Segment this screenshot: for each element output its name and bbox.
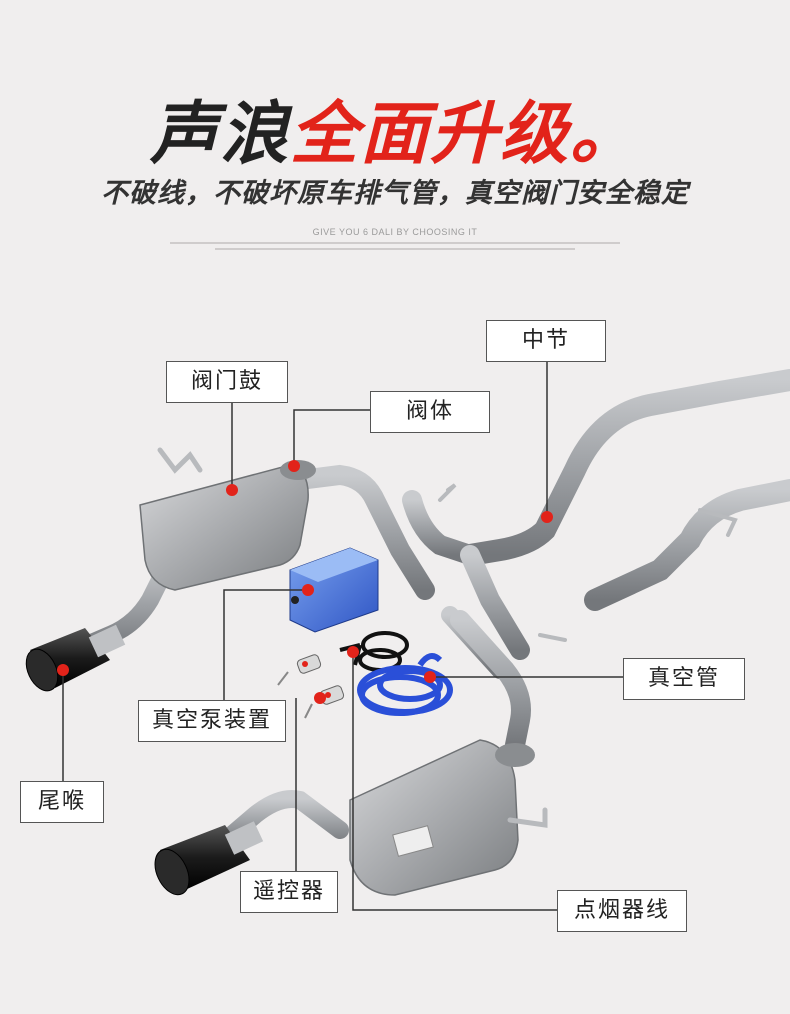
upper-exhaust-tip [25, 624, 126, 692]
label-remote: 遥控器 [240, 871, 338, 913]
marker-dots [57, 460, 553, 704]
headline-dark: 声浪 [149, 95, 290, 174]
lower-muffler [211, 610, 548, 896]
label-cigarette-cable: 点烟器线 [557, 890, 687, 932]
decorative-lines [170, 242, 620, 256]
tagline: GIVE YOU 6 DALI BY CHOOSING IT [312, 227, 478, 237]
vacuum-hose-coil [357, 653, 453, 716]
label-middle-section: 中节 [486, 320, 606, 362]
remote-key-icon [277, 654, 345, 719]
headline: 声浪全面升级。 [0, 92, 790, 178]
subtitle: 不破线，不破坏原车排气管，真空阀门安全稳定 [101, 178, 689, 209]
label-valve-muffler: 阀门鼓 [166, 361, 288, 403]
label-exhaust-tip: 尾喉 [20, 781, 104, 823]
headline-red: 全面升级。 [290, 95, 641, 174]
lower-exhaust-tip [154, 821, 264, 896]
vacuum-pump-box [289, 547, 379, 633]
label-vacuum-hose: 真空管 [623, 658, 745, 700]
upper-muffler [66, 447, 435, 659]
leader-lines [62, 360, 623, 911]
label-valve-body: 阀体 [370, 391, 490, 433]
label-vacuum-pump: 真空泵装置 [138, 700, 286, 742]
